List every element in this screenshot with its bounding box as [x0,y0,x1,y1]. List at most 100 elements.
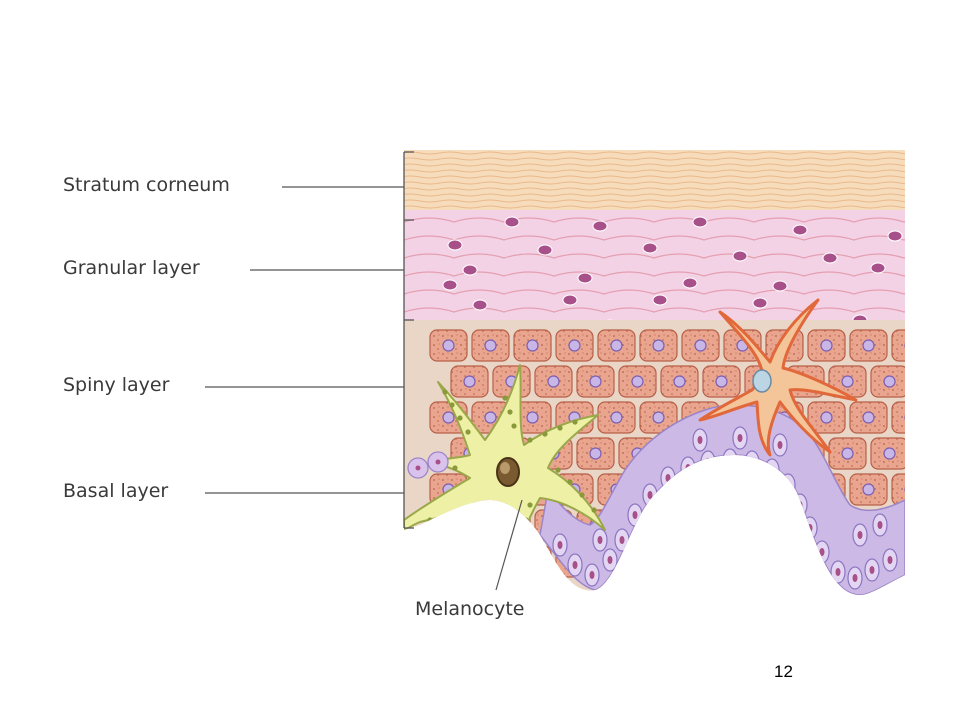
melanosome [507,409,513,415]
melanosome [591,507,597,513]
label-stratum-corneum: Stratum corneum [63,174,230,196]
basal-nucleus [737,434,743,442]
spiny-cell-speckle [892,474,905,505]
spiny-nucleus [904,555,905,568]
spiny-nucleus [757,519,770,532]
spiny-cell [639,545,678,578]
melanosome [502,395,508,401]
page-number: 12 [774,662,793,681]
spiny-nucleus [484,339,497,352]
spiny-cell-speckle [892,330,905,361]
spiny-nucleus [526,339,539,352]
spiny-nucleus [526,411,539,424]
melanosome [519,532,525,538]
spiny-cell-speckle [682,474,719,505]
basal-nucleus [589,571,595,579]
granular-outline [404,217,905,223]
spiny-nucleus [715,375,728,388]
granular-nucleus [692,216,708,228]
spiny-nucleus [610,411,623,424]
spiny-nucleus [778,483,791,496]
granular-nucleus [822,252,838,264]
melanosome [487,505,493,511]
granular-nucleus [887,230,903,242]
granular-nucleus [462,264,478,276]
basal-nucleus [797,501,803,509]
granular-nucleus [537,244,553,256]
spiny-nucleus [904,483,905,496]
basal-nucleus [632,511,638,519]
spiny-cell [471,545,510,578]
basal-nucleus [887,556,893,564]
spiny-nucleus [442,411,455,424]
spiny-cell [681,473,720,506]
spiny-nucleus [820,339,833,352]
basal-nucleus [597,536,603,544]
basal-nucleus [769,466,775,474]
melanosome [523,517,529,523]
melanosome [527,502,533,508]
spiny-cell-speckle [892,402,905,433]
dendritic-nucleus [752,369,772,393]
spiny-nucleus [694,555,707,568]
granular-nuclei [442,216,903,336]
spiny-nucleus [610,339,623,352]
melanosome [467,509,473,515]
basal-nucleus [705,458,711,466]
spiny-nucleus [526,555,539,568]
spiny-cell-speckle [451,510,488,541]
spiny-cell-speckle [661,510,698,541]
label-granular-layer: Granular layer [63,257,200,279]
basal-nucleus [685,464,691,472]
basal-nucleus [857,531,863,539]
basal-nucleus [665,474,671,482]
granular-outline [404,271,905,277]
spiny-nucleus [862,483,875,496]
melanosome [447,513,453,519]
spiny-nucleus [904,339,905,352]
basal-nucleus [607,556,613,564]
spiny-cell-speckle [682,546,719,577]
spiny-nucleus [736,483,749,496]
left-edge-cells [407,451,449,479]
basal-cell [700,450,716,474]
basal-cell [744,450,760,474]
melanocyte-cell [404,364,606,549]
granular-outline [404,289,905,295]
spiny-nucleus [463,519,476,532]
dendritic-cell [698,298,858,457]
granular-nucleus [577,272,593,284]
spiny-nucleus [589,447,602,460]
leader-lines [205,186,523,591]
melanosome [557,425,563,431]
spiny-nucleus [652,339,665,352]
basal-nucleus [749,458,755,466]
label-melanocyte: Melanocyte [415,598,525,620]
spiny-nucleus [715,519,728,532]
basal-nucleus [727,456,733,464]
spiny-nucleus [694,339,707,352]
spiny-cell-speckle [745,510,782,541]
spiny-cell [681,545,720,578]
basal-nucleus [819,548,825,556]
spiny-nucleus [841,375,854,388]
spiny-cell [723,473,762,506]
basal-cell [802,516,818,540]
basal-cell [764,458,780,482]
granular-nucleus [447,239,463,251]
spiny-nucleus [778,555,791,568]
spiny-nucleus [442,339,455,352]
spiny-nucleus [673,519,686,532]
corneum-texture [404,150,905,220]
melanosome [511,423,517,429]
spiny-nucleus [484,411,497,424]
spiny-cell-speckle [724,474,761,505]
basal-nucleus [852,574,858,582]
melanosome [427,517,433,523]
spiny-nucleus [589,375,602,388]
granular-nucleus [592,220,608,232]
spiny-cell [660,509,699,542]
granular-nucleus [442,279,458,291]
